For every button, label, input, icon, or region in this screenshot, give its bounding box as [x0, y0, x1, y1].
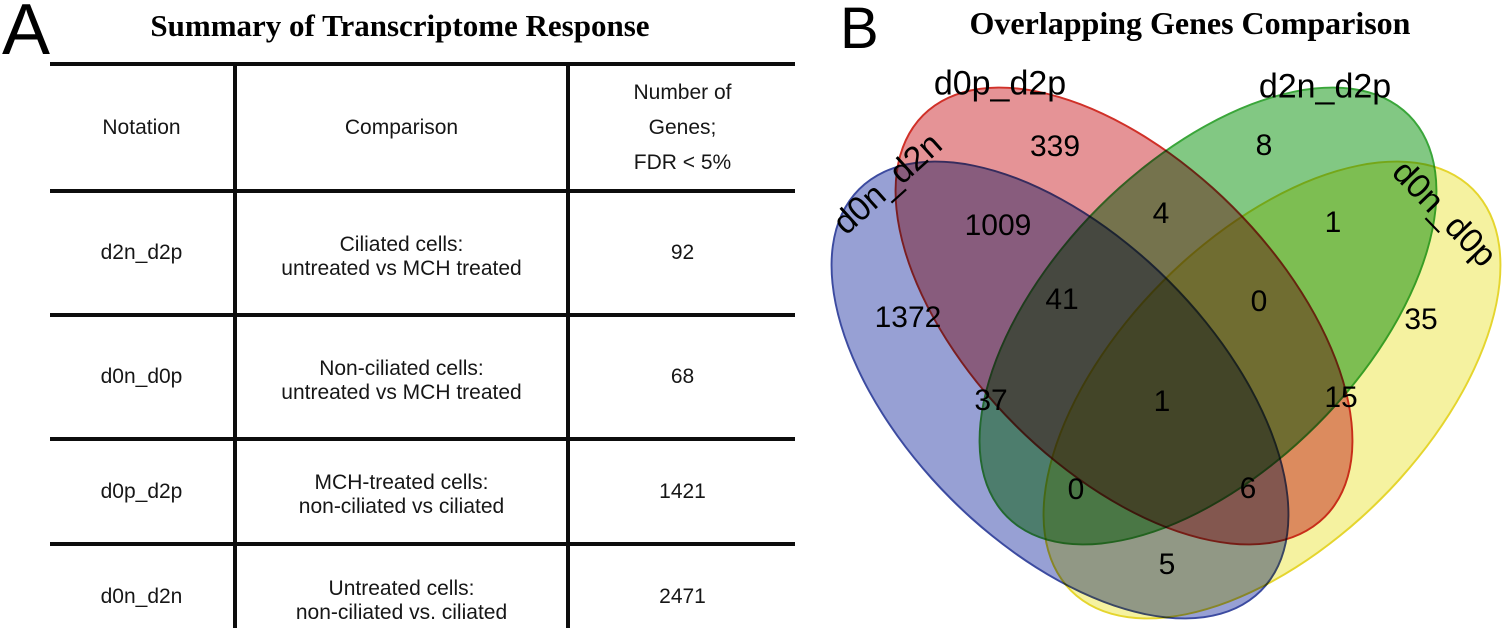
comparison-line1: MCH-treated cells:: [314, 471, 489, 494]
row-comparison: Untreated cells: non-ciliated vs. ciliat…: [237, 546, 570, 628]
comparison-line2: untreated vs MCH treated: [281, 380, 522, 404]
venn-count-only-d2n_d2p: 8: [1255, 129, 1273, 162]
transcriptome-table: Notation Comparison Number of Genes; FDR…: [50, 62, 795, 628]
venn-count-d0n_d2n-d0p_d2p: 1009: [964, 209, 1032, 242]
row-comparison: Non-ciliated cells: untreated vs MCH tre…: [237, 317, 570, 437]
venn-count-only-d0p_d2p: 339: [1029, 130, 1081, 163]
table-row: d2n_d2p Ciliated cells: untreated vs MCH…: [50, 193, 795, 317]
panel-b-title: Overlapping Genes Comparison: [969, 5, 1411, 41]
header-genes-line3: FDR < 5%: [633, 151, 732, 174]
row-gene-count: 1421: [659, 479, 706, 503]
panel-a-letter: A: [2, 0, 51, 70]
row-gene-count: 2471: [659, 585, 706, 608]
venn-set-label-d2n_d2p: d2n_d2p: [1258, 67, 1392, 106]
header-genes-line2: Genes;: [648, 116, 717, 139]
header-comparison: Comparison: [237, 66, 570, 189]
venn-count-d0n_d2n-d0p_d2p-d0n_d0p: 6: [1239, 472, 1257, 505]
venn-count-d0p_d2p-d2n_d2p-d0n_d0p: 0: [1250, 285, 1268, 318]
row-comparison: MCH-treated cells: non-ciliated vs cilia…: [237, 441, 570, 542]
row-gene-count: 92: [670, 241, 695, 264]
row-notation: d2n_d2p: [50, 193, 237, 313]
venn-count-only-d0n_d2n: 1372: [874, 301, 942, 334]
venn-count-d0n_d2n-d0n_d0p: 5: [1158, 548, 1176, 581]
comparison-line1: Ciliated cells:: [339, 232, 464, 256]
row-gene-count: 68: [670, 365, 695, 388]
comparison-line1: Untreated cells:: [328, 576, 475, 600]
table-row: d0p_d2p MCH-treated cells: non-ciliated …: [50, 441, 795, 546]
row-comparison: Ciliated cells: untreated vs MCH treated: [237, 193, 570, 313]
header-genes: Number of Genes; FDR < 5%: [570, 66, 795, 189]
header-notation: Notation: [50, 66, 237, 189]
row-notation: d0n_d2n: [50, 546, 237, 628]
venn-count-d0n_d2n-d2n_d2p-d0n_d0p: 0: [1067, 473, 1085, 506]
venn-count-d0n_d2n-d0p_d2p-d2n_d2p: 41: [1045, 283, 1079, 316]
comparison-line2: untreated vs MCH treated: [281, 256, 522, 280]
table-row: d0n_d2n Untreated cells: non-ciliated vs…: [50, 546, 795, 628]
panel-a-title: Summary of Transcriptome Response: [150, 8, 650, 43]
venn-count-only-d0n_d0p: 35: [1404, 303, 1438, 336]
venn-set-label-d0p_d2p: d0p_d2p: [933, 64, 1067, 103]
comparison-line1: Non-ciliated cells:: [319, 356, 484, 380]
venn-count-all-four: 1: [1153, 385, 1171, 418]
venn-count-d0p_d2p-d2n_d2p: 4: [1152, 197, 1170, 230]
row-notation: d0p_d2p: [50, 441, 237, 542]
row-notation: d0n_d0p: [50, 317, 237, 437]
header-genes-line1: Number of: [633, 81, 732, 104]
venn-count-d0p_d2p-d0n_d0p: 15: [1324, 381, 1358, 414]
comparison-line2: non-ciliated vs. ciliated: [295, 600, 508, 624]
panel-b-letter: B: [840, 0, 879, 61]
venn-count-d0n_d2n-d2n_d2p: 37: [974, 384, 1008, 417]
comparison-line2: non-ciliated vs ciliated: [298, 495, 505, 518]
table-row: d0n_d0p Non-ciliated cells: untreated vs…: [50, 317, 795, 441]
table-header-row: Notation Comparison Number of Genes; FDR…: [50, 66, 795, 193]
venn-count-d2n_d2p-d0n_d0p: 1: [1324, 206, 1342, 239]
